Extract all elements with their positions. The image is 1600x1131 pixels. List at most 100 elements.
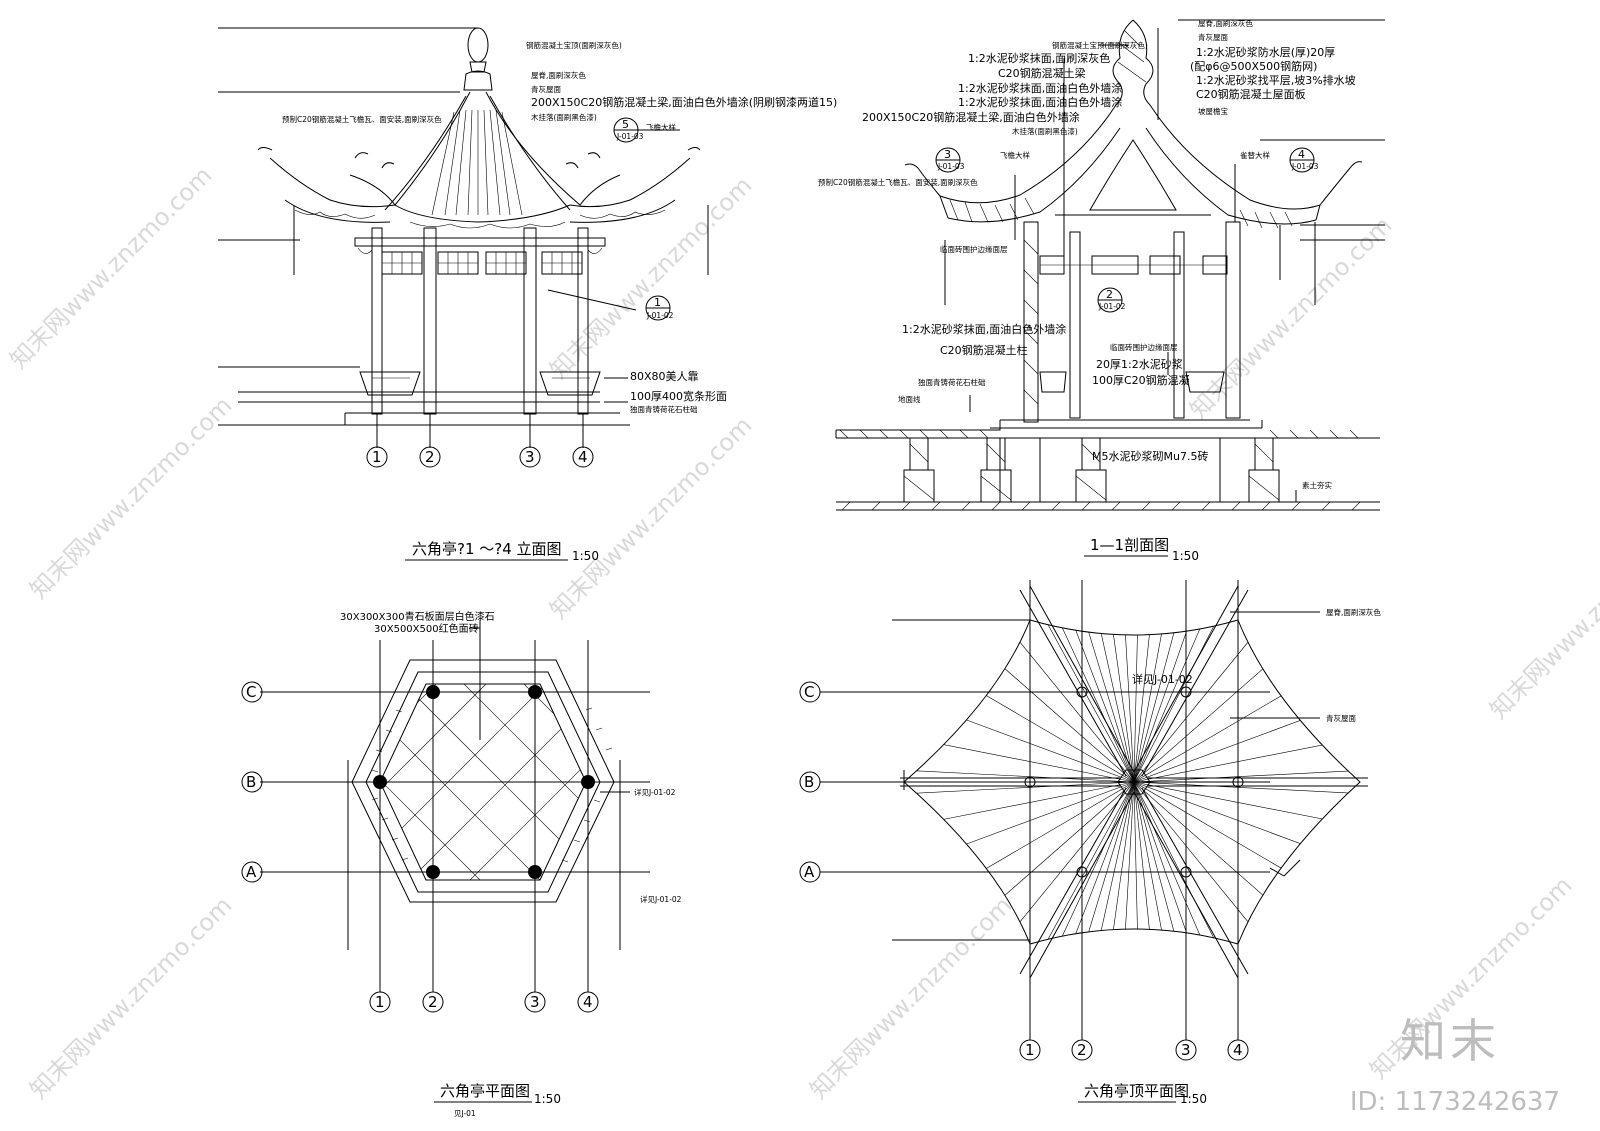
sec-label-eave2: 雀替大样 [1240,150,1270,160]
plan-label-ref1: 详见J-01-02 [634,787,676,797]
sec-label-edge: 临面砖围护边缘面层 [940,244,1008,254]
sec-label-l5: 200X150C20钢筋混凝土梁,面油白色外墙涂 [862,110,1080,124]
roof-axis-4: 4 [1233,1041,1243,1059]
elev-label-roof-b: 青灰屋面 [531,84,561,94]
plan-sub: 见J-01 [454,1109,476,1118]
roof-tiles [431,109,523,216]
elev-callout-5-ref: J-01-03 [616,132,644,141]
plan-scale: 1:50 [534,1092,561,1106]
sec-label-f2: 20厚1:2水泥砂浆 [1096,357,1183,371]
elevation-title: 六角亭?1 ～?4 立面图 [412,540,562,558]
sec-label-l1: 1:2水泥砂浆抹面,面刷深灰色 [968,51,1110,65]
elev-axis-2: 2 [425,448,435,466]
roof-row-C: C [804,683,814,701]
sec-label-found: M5水泥砂浆砌Mu7.5砖 [1092,449,1208,463]
sec-label-wall: 1:2水泥砂浆抹面,面油白色外墙涂 [902,322,1066,336]
roof-ridges [900,585,1368,979]
sec-label-l3: 1:2水泥砂浆抹面,面油白色外墙涂 [958,81,1122,95]
roof-label-ref: 详见J-01-02 [1132,672,1193,686]
plan-title: 六角亭平面图 [440,1082,530,1100]
sec-label-r1: 屋脊,面刷深灰色 [1198,18,1253,28]
sec-callout-3-num: 3 [944,148,951,161]
elev-callout-1-num: 1 [654,296,661,309]
sec-label-r4: (配φ6@500X500钢筋网) [1190,59,1317,73]
sec-label-r3: 1:2水泥砂浆防水层(厚)20厚 [1196,45,1335,59]
sec-label-r7: 坡屋檐宝 [1198,106,1228,116]
roof-plan-scale: 1:50 [1180,1092,1207,1106]
sec-label-gutter: 预制C20钢筋混凝土飞檐瓦、面安装,面刷深灰色 [818,177,978,187]
sec-callout-4-num: 4 [1298,148,1305,161]
sec-label-l4: 1:2水泥砂浆抹面,面油白色外墙涂 [958,95,1122,109]
image-id: ID: 1173242637 [1349,1087,1560,1117]
watermark-text: 知末网www.znzmo.com [544,411,757,624]
plan-axis-3: 3 [530,993,540,1011]
sec-label-l2: C20钢筋混凝土梁 [998,66,1086,80]
elev-axis-1: 1 [372,448,382,466]
sec-callout-3-ref: J-01-03 [937,162,965,171]
sec-label-soil: 素土夯实 [1302,480,1332,490]
plan-label-paving1: 30X300X300青石板面层白色漆石 [340,610,495,623]
roof-row-B: B [804,773,814,791]
roof-axis-3: 3 [1181,1041,1191,1059]
sec-label-f3: 100厚C20钢筋混凝 [1092,373,1190,387]
watermark-text: 知末网www.znzmo.com [24,891,237,1104]
watermark-text: 知末网www.znzmo.com [544,171,757,384]
roof-axis-1: 1 [1025,1041,1035,1059]
section-title: 1—1剖面图 [1090,536,1169,554]
plan-row-C: C [246,683,256,701]
elev-axis-4: 4 [578,448,588,466]
section-scale: 1:50 [1172,549,1199,563]
sec-label-l6: 木挂落(面刷黑色漆) [1012,126,1078,136]
sec-label-f1: 临面砖围护边缘面层 [1110,342,1178,352]
roof-plan-labels: 屋脊,面刷深灰色 青灰屋面 详见J-01-02 C B A 1 2 3 4 六角… [804,607,1381,1106]
elev-label-rafter: 木挂落(面刷黑色漆) [531,112,597,122]
elevation-scale: 1:50 [572,549,599,563]
elev-callout-1-ref: J-01-02 [646,311,674,320]
elev-label-finial: 钢筋混凝土宝顶(面刷深灰色) [526,40,622,50]
elev-label-eave: 飞檐大样 [646,122,676,132]
plan-row-B: B [246,773,256,791]
sec-label-r6: C20钢筋混凝土屋面板 [1196,87,1306,101]
watermark-text: 知末网www.znzmo.com [804,891,1017,1104]
sec-label-eave: 飞檐大样 [1000,150,1030,160]
watermarks: 知末网www.znzmo.com 知末网www.znzmo.com 知末网www… [4,161,1600,1104]
elev-label-seat: 80X80美人靠 [630,369,699,383]
elevation-drawing [218,27,709,468]
section-drawing [835,19,1385,511]
sec-label-gl: 地面线 [898,394,921,404]
elev-callout-5-num: 5 [622,118,629,131]
plan-labels: 30X300X300青石板面层白色漆石 30X500X500红色面砖 详见J-0… [246,610,682,1118]
elev-label-gutter: 预制C20钢筋混凝土飞檐瓦、面安装,面刷深灰色 [282,114,442,124]
elev-label-roof-a: 屋脊,面刷深灰色 [531,70,586,80]
section-labels: 钢筋混凝土宝顶(面刷深灰色) 1:2水泥砂浆抹面,面刷深灰色 C20钢筋混凝土梁… [818,18,1356,563]
sec-label-col: C20钢筋混凝土柱 [940,343,1028,357]
elev-label-beam: 200X150C20钢筋混凝土梁,面油白色外墙涂(阴刷钢漆两道15) [531,95,837,109]
elev-axis-3: 3 [525,448,535,466]
sec-label-r2: 青灰屋面 [1198,32,1228,42]
plan-axis-1: 1 [375,993,385,1011]
sec-label-finial: 钢筋混凝土宝顶(面刷深灰色) [1052,40,1148,50]
plan-label-ref2: 详见J-01-02 [640,894,682,904]
plan-axis-2: 2 [428,993,438,1011]
lattice-windows [381,251,583,275]
elevation-labels: 钢筋混凝土宝顶(面刷深灰色) 屋脊,面刷深灰色 青灰屋面 200X150C20钢… [282,40,837,563]
watermark-text: 知末网www.znzmo.com [1484,511,1600,724]
roof-tile-hatch [904,620,1360,944]
roof-axis-2: 2 [1077,1041,1087,1059]
watermark-text: 知末网www.znzmo.com [4,161,217,374]
sec-callout-2-ref: J-01-02 [1098,302,1126,311]
sec-callout-4-ref: J-01-03 [1291,162,1319,171]
roof-plan-drawing [799,580,1368,1061]
roof-plan-title: 六角亭顶平面图 [1084,1082,1189,1100]
elev-label-plinth: 100厚400宽条形面 [630,389,727,403]
sec-label-base: 独面青铸荷花石柱础 [918,377,986,387]
elev-label-base: 独面青铸荷花石柱础 [630,404,698,414]
roof-row-A: A [804,863,815,881]
roof-label-ridge: 屋脊,面刷深灰色 [1326,607,1381,617]
brand-logo: 知末 [1400,1014,1500,1068]
roof-label-tile: 青灰屋面 [1326,713,1356,723]
plan-label-paving2: 30X500X500红色面砖 [374,622,479,635]
sec-callout-2-num: 2 [1106,288,1113,301]
columns [371,227,589,415]
plan-drawing [241,620,650,1013]
